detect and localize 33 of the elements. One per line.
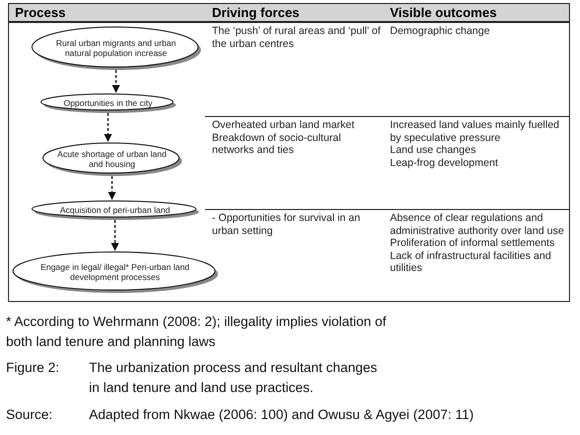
cell-text: The ‘push’ of rural areas and ‘pull’ of the urban centres: [212, 25, 382, 50]
process-ellipse: [31, 200, 199, 220]
process-ellipse: [12, 251, 218, 293]
cell-text: - Opportunities for survival in an urban setting: [212, 212, 362, 237]
footnote: * According to Wehrmann (2008: 2); illegality implies violation of both land tenure and planning laws: [6, 313, 388, 351]
cell-text: Overheated urban land market: [212, 119, 356, 132]
dashed-arrow: [112, 70, 120, 93]
dashed-arrow: [108, 176, 116, 200]
process-ellipse: [42, 142, 182, 176]
column-header: Visible outcomes: [390, 5, 498, 21]
cell-text: Lack of infrastructural facilities and utilities: [390, 250, 552, 274]
node-text: Acute shortage of urban land and housing: [56, 148, 168, 171]
cell-text: Increased land values mainly fuelled by speculative pressure: [390, 119, 560, 144]
source-label: Source:: [6, 406, 54, 424]
cell-text: Breakdown of socio-cultural networks and ties: [212, 132, 342, 156]
node-text: Opportunities in the city: [62, 97, 154, 110]
cell-text: Leap-frog development: [390, 156, 499, 169]
figure-number: Figure 2:: [6, 359, 60, 377]
cell-text: Proliferation of informal settlements: [390, 237, 556, 250]
cell-text: Absence of clear regulations and administrative authority over land use: [390, 212, 565, 237]
dashed-arrow: [104, 113, 112, 142]
cell-text: Land use changes: [390, 144, 477, 156]
node-text: Engage in legal/ illegal* Peri-urban land development processes: [40, 261, 190, 284]
node-text: Acquisition of peri-urban land: [58, 204, 172, 217]
process-ellipse: [40, 93, 176, 113]
caption: The urbanization process and resultant changes in land tenure and land use practices.: [89, 359, 378, 397]
dashed-arrow: [111, 220, 119, 251]
cell-text: Demographic change: [390, 25, 491, 38]
node-text: Rural urban migrants and urban natural population increase: [54, 37, 177, 60]
column-header: Driving forces: [212, 5, 300, 21]
column-header: Process: [15, 5, 67, 21]
source-text: Adapted from Nkwae (2006: 100) and Owusu & Agyei (2007: 11): [89, 406, 475, 424]
process-ellipse: [31, 26, 201, 70]
